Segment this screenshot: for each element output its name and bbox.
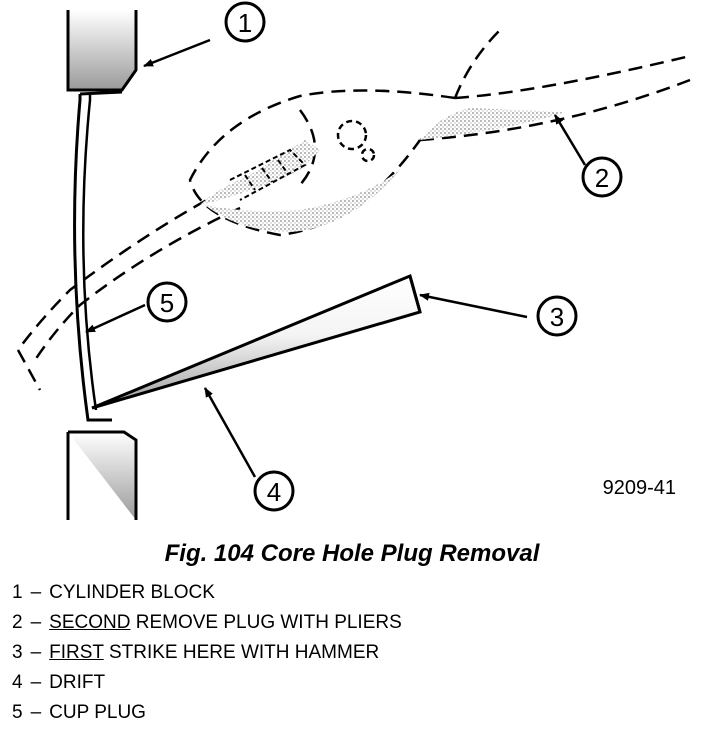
figure-caption: Fig. 104 Core Hole Plug Removal	[164, 540, 540, 567]
legend-text: CUP PLUG	[49, 702, 146, 723]
legend-item: 2–SECOND REMOVE PLUG WITH PLIERS	[12, 608, 402, 638]
legend-number: 5	[12, 702, 23, 723]
legend-text: CYLINDER BLOCK	[49, 582, 215, 603]
callout-arrows	[85, 38, 587, 478]
legend-text: STRIKE HERE WITH HAMMER	[103, 642, 380, 663]
callout-5-arrow	[85, 303, 146, 334]
pliers-lower-shading	[205, 170, 400, 232]
cup-plug	[73, 90, 123, 422]
svg-text:2: 2	[595, 163, 609, 193]
callout-2-arrow	[553, 114, 587, 166]
legend-text: DRIFT	[49, 672, 106, 693]
callout-3: 3	[536, 295, 578, 337]
callout-4: 4	[253, 470, 295, 512]
legend-separator: –	[30, 582, 42, 603]
cylinder-block	[66, 10, 138, 520]
legend-item: 1–CYLINDER BLOCK	[12, 578, 402, 608]
legend-text: REMOVE PLUG WITH PLIERS	[130, 612, 402, 633]
svg-text:5: 5	[160, 288, 174, 318]
drift	[91, 273, 422, 410]
legend-separator: –	[30, 612, 42, 633]
callout-2: 2	[581, 156, 623, 198]
legend-number: 2	[12, 612, 23, 633]
legend-separator: –	[30, 642, 42, 663]
callout-5: 5	[146, 281, 188, 323]
legend-item: 5–CUP PLUG	[12, 698, 402, 728]
legend-separator: –	[30, 672, 42, 693]
legend-number: 4	[12, 672, 23, 693]
legend-emphasis: FIRST	[49, 642, 104, 663]
legend-number: 3	[12, 642, 23, 663]
figure-number: 9209-41	[603, 477, 676, 499]
callout-4-arrow	[203, 387, 257, 478]
legend-separator: –	[30, 702, 42, 723]
legend-item: 3–FIRST STRIKE HERE WITH HAMMER	[12, 638, 402, 668]
pliers-pivot	[336, 119, 376, 163]
pliers-jaw-shading	[200, 140, 320, 205]
pliers-jaw-teeth	[229, 148, 307, 201]
svg-text:3: 3	[550, 302, 564, 332]
svg-text:1: 1	[238, 8, 252, 38]
legend-number: 1	[12, 582, 23, 603]
pliers-handle-shading	[420, 108, 565, 140]
callout-1-arrow	[143, 38, 211, 68]
callout-3-arrow	[419, 292, 528, 319]
legend-item: 4–DRIFT	[12, 668, 402, 698]
legend-list: 1–CYLINDER BLOCK 2–SECOND REMOVE PLUG WI…	[12, 578, 402, 728]
svg-text:4: 4	[267, 477, 281, 507]
core-plug-removal-illustration: 1 2 3 4 5 9209-41	[16, 1, 691, 520]
callout-1: 1	[224, 1, 266, 43]
legend-emphasis: SECOND	[49, 612, 131, 633]
